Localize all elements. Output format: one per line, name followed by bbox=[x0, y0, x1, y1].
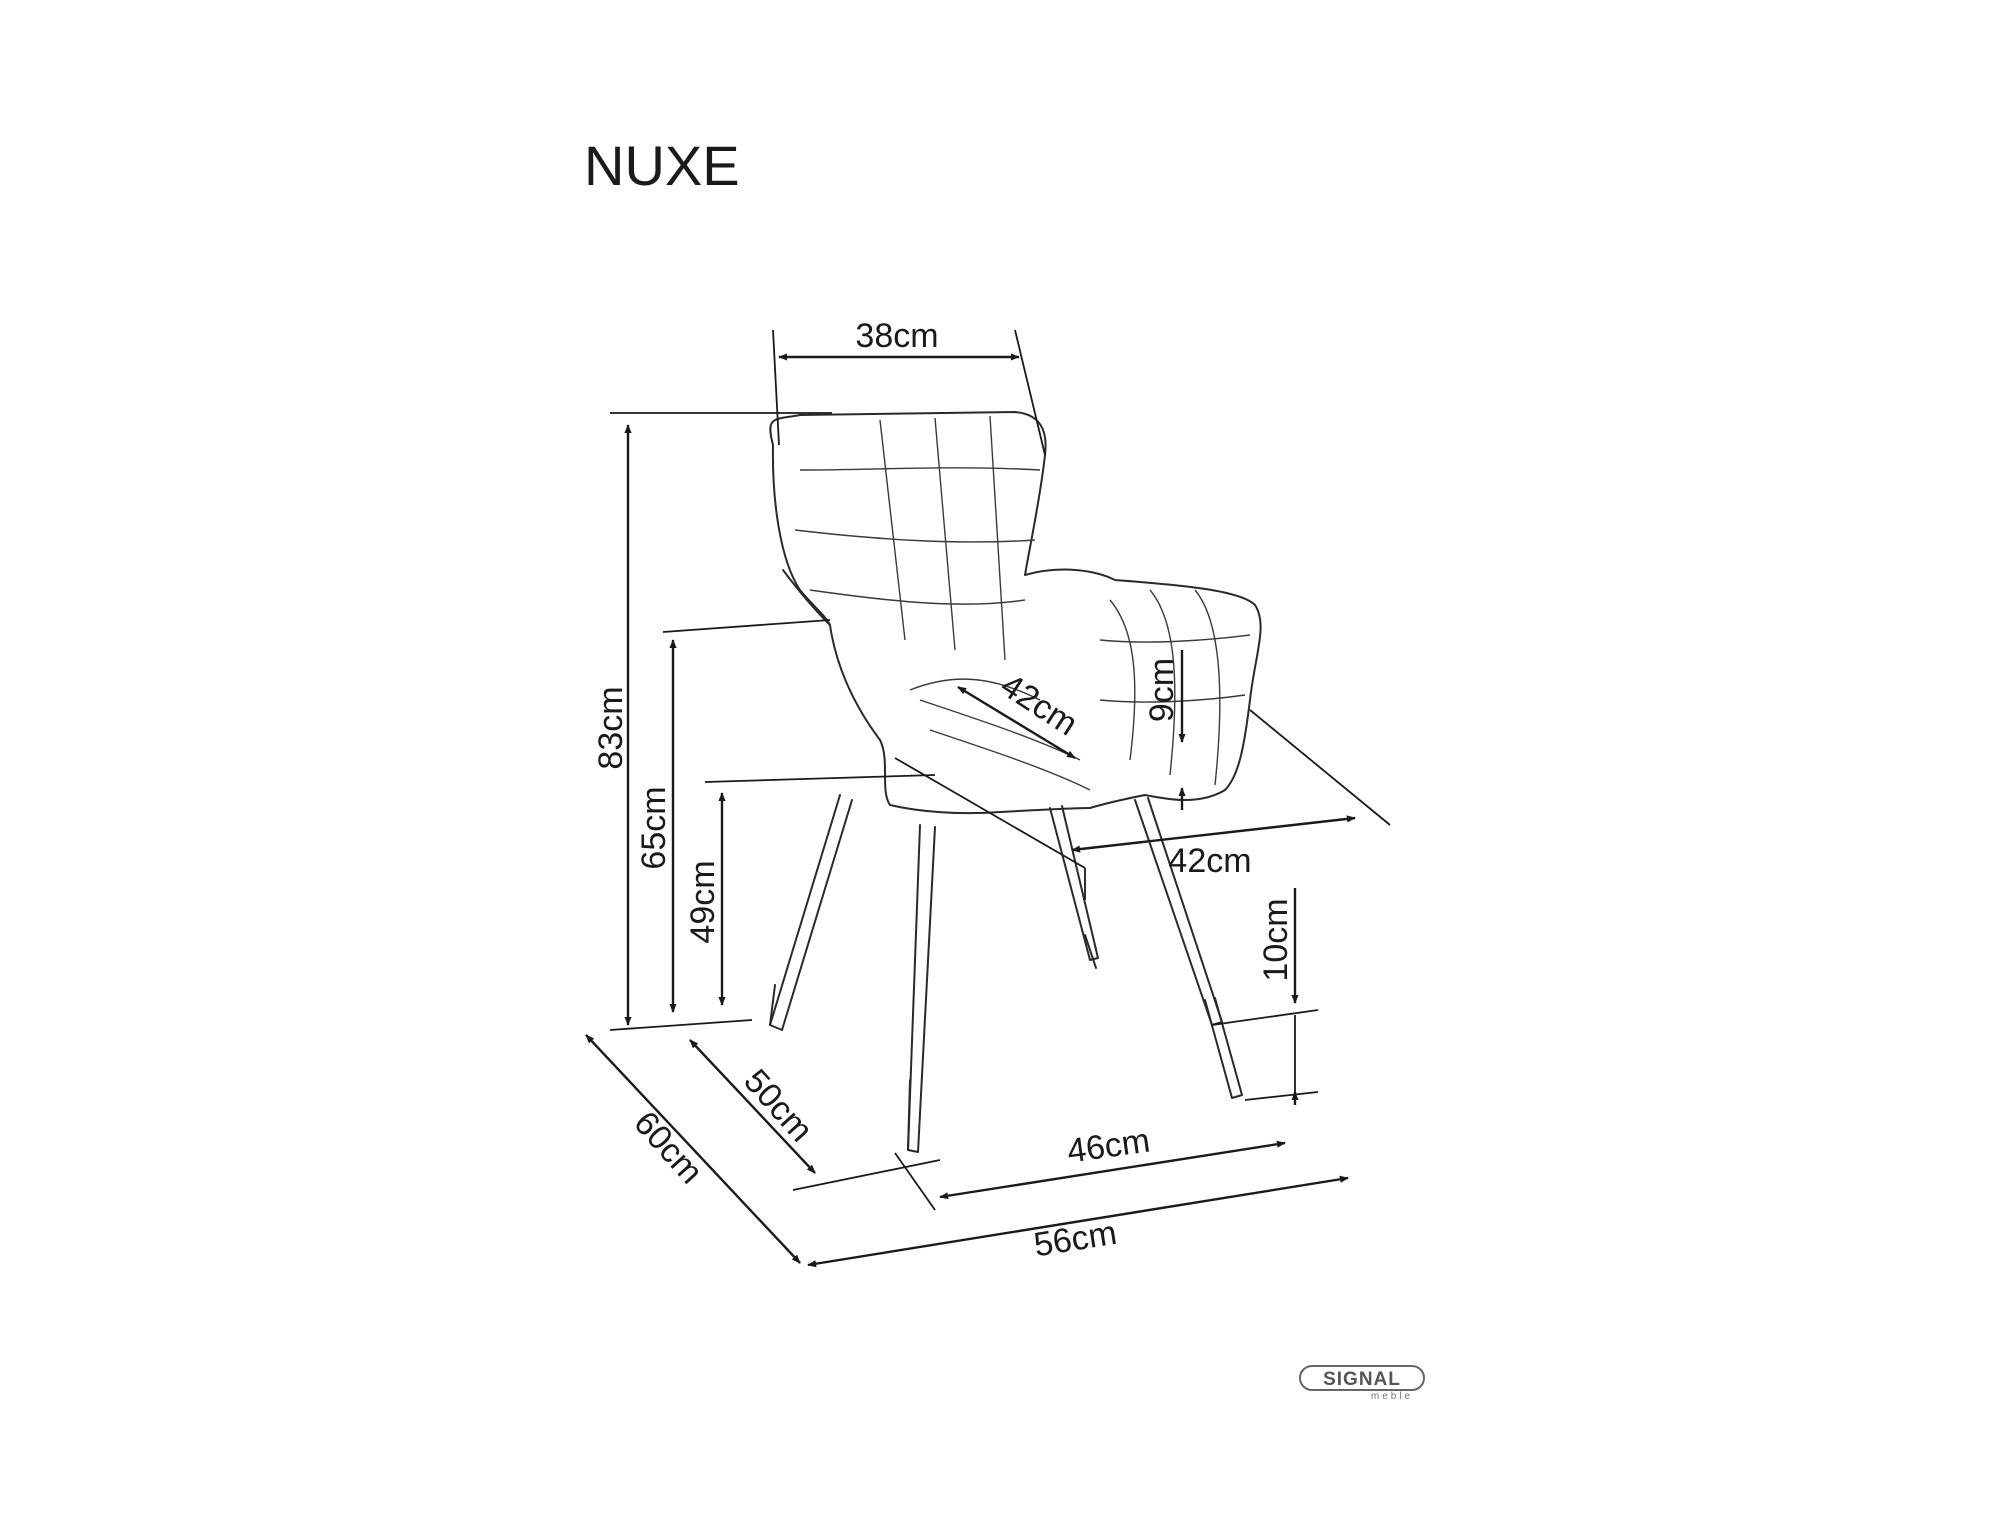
label-seat-depth: 42cm bbox=[994, 666, 1084, 743]
label-armrest-above-seat: 9cm bbox=[1143, 658, 1181, 722]
dim-line-seat-depth bbox=[957, 685, 1076, 760]
dimension-lines bbox=[585, 329, 1391, 1268]
dimension-labels: 38cm 83cm 65cm 49cm 42cm 9cm 42cm 10cm 5… bbox=[592, 317, 1295, 1264]
ext-line bbox=[772, 329, 780, 446]
label-leg-depth: 50cm bbox=[736, 1062, 820, 1149]
ext-line bbox=[894, 757, 1086, 869]
label-total-depth: 60cm bbox=[626, 1104, 710, 1191]
ext-line bbox=[1211, 1009, 1319, 1026]
dim-line-total-depth bbox=[585, 1034, 801, 1264]
signal-logo: SIGNAL meble bbox=[1299, 1365, 1425, 1402]
ext-line bbox=[662, 619, 831, 633]
logo-sub: meble bbox=[1371, 1391, 1413, 1402]
dim-line-seat-width bbox=[1071, 815, 1356, 853]
logo-name: SIGNAL bbox=[1323, 1369, 1401, 1390]
ext-line bbox=[704, 774, 936, 783]
product-title: NUXE bbox=[584, 134, 740, 197]
label-seat-height: 49cm bbox=[684, 860, 722, 943]
ext-line bbox=[1249, 709, 1391, 826]
ext-line bbox=[1244, 1091, 1319, 1101]
ext-line bbox=[609, 1019, 753, 1031]
label-seat-width: 42cm bbox=[1168, 842, 1251, 880]
label-total-height: 83cm bbox=[592, 686, 630, 769]
label-total-width: 56cm bbox=[1031, 1214, 1119, 1265]
label-leg-tip: 10cm bbox=[1257, 898, 1295, 981]
label-backrest-width: 38cm bbox=[855, 317, 938, 355]
label-leg-width: 46cm bbox=[1065, 1122, 1153, 1171]
dim-line-total-width bbox=[807, 1175, 1349, 1268]
ext-line bbox=[1014, 329, 1046, 456]
chair-drawing bbox=[769, 411, 1262, 1153]
label-armrest-height: 65cm bbox=[635, 786, 673, 869]
